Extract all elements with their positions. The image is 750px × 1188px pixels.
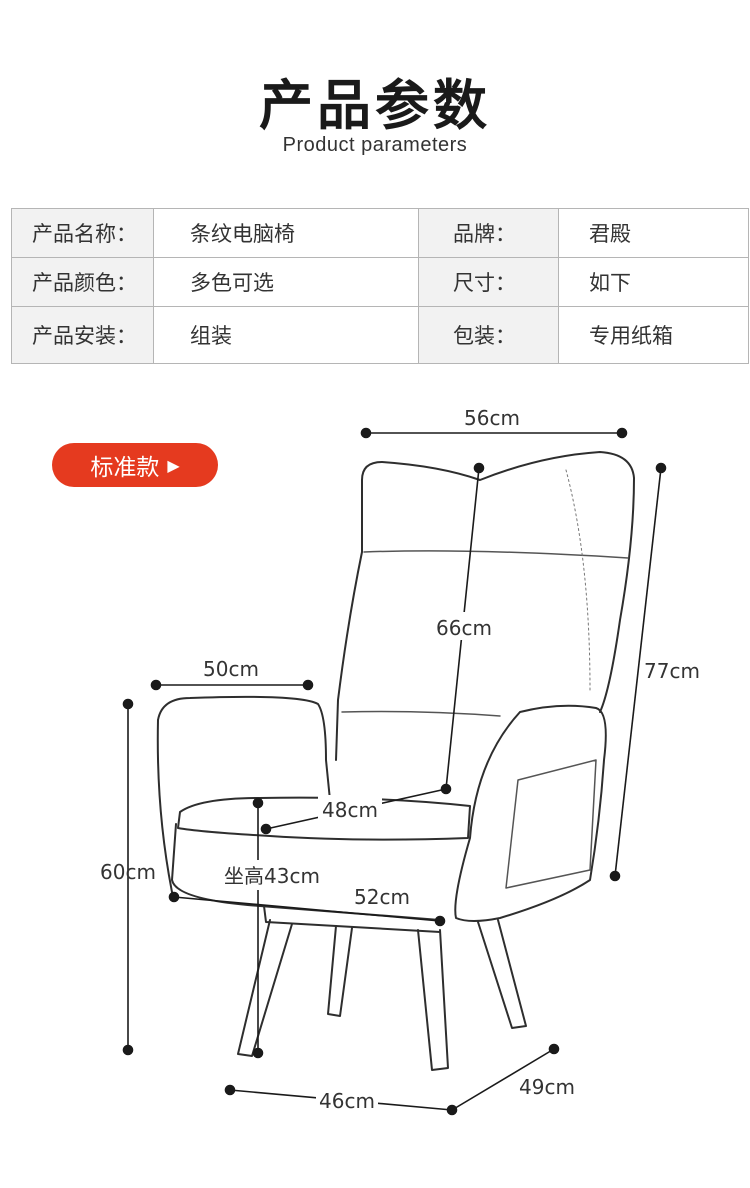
label-total-height: 77cm [644,659,700,683]
dimension-lines [122,427,667,1116]
label-arm-height: 60cm [100,860,156,884]
dim-dot [616,427,628,439]
param-key: 产品名称： [11,208,154,258]
param-value: 条纹电脑椅 [153,208,419,258]
dim-dot [168,891,180,903]
parameters-table: 产品名称： 条纹电脑椅 品牌： 君殿 产品颜色： 多色可选 尺寸： 如下 产品安… [11,208,749,364]
standard-model-badge[interactable]: 标准款 ▶ [52,443,218,487]
label-seat-width: 52cm [354,885,410,909]
dim-line-seat-width [173,896,441,922]
dim-dot [609,870,621,882]
table-row: 产品颜色： 多色可选 尺寸： 如下 [11,257,749,307]
dim-dot [224,1084,236,1096]
dim-dot [473,462,485,474]
label-seat-height: 坐高43cm [224,864,320,888]
param-value: 多色可选 [153,257,419,307]
dim-dot [252,1047,264,1059]
label-seat-depth: 48cm [322,798,378,822]
dim-dot [655,462,667,474]
table-row: 产品名称： 条纹电脑椅 品牌： 君殿 [11,208,749,258]
page-subtitle: Product parameters [282,134,468,156]
param-value: 组装 [153,306,419,364]
param-key: 产品安装： [11,306,154,364]
param-value: 专用纸箱 [558,306,749,364]
dim-dot [260,823,272,835]
label-backgrounds [218,612,496,1114]
label-width: 56cm [464,406,520,430]
chair-outline [156,451,635,1071]
table-row: 产品安装： 组装 包装： 专用纸箱 [11,306,749,364]
param-key: 尺寸： [418,257,559,307]
badge-label: 标准款 [90,455,160,481]
dim-line-base-depth [451,1048,555,1111]
label-arm-length: 50cm [203,657,259,681]
param-key: 产品颜色： [11,257,154,307]
param-key: 包装： [418,306,559,364]
dim-dot [150,679,162,691]
dim-dot [302,679,314,691]
dim-dot [434,915,446,927]
param-value: 如下 [558,257,749,307]
dim-dot [122,1044,134,1056]
play-triangle-icon: ▶ [167,455,180,475]
label-base-depth: 49cm [519,1075,575,1099]
page-title: 产品参数 [259,74,491,137]
dim-dot [548,1043,560,1055]
label-base-width: 46cm [319,1089,375,1113]
dim-dot [360,427,372,439]
dim-dot [122,698,134,710]
dim-dot [252,797,264,809]
dim-line-total-height [614,467,662,877]
label-back-height: 66cm [436,616,492,640]
